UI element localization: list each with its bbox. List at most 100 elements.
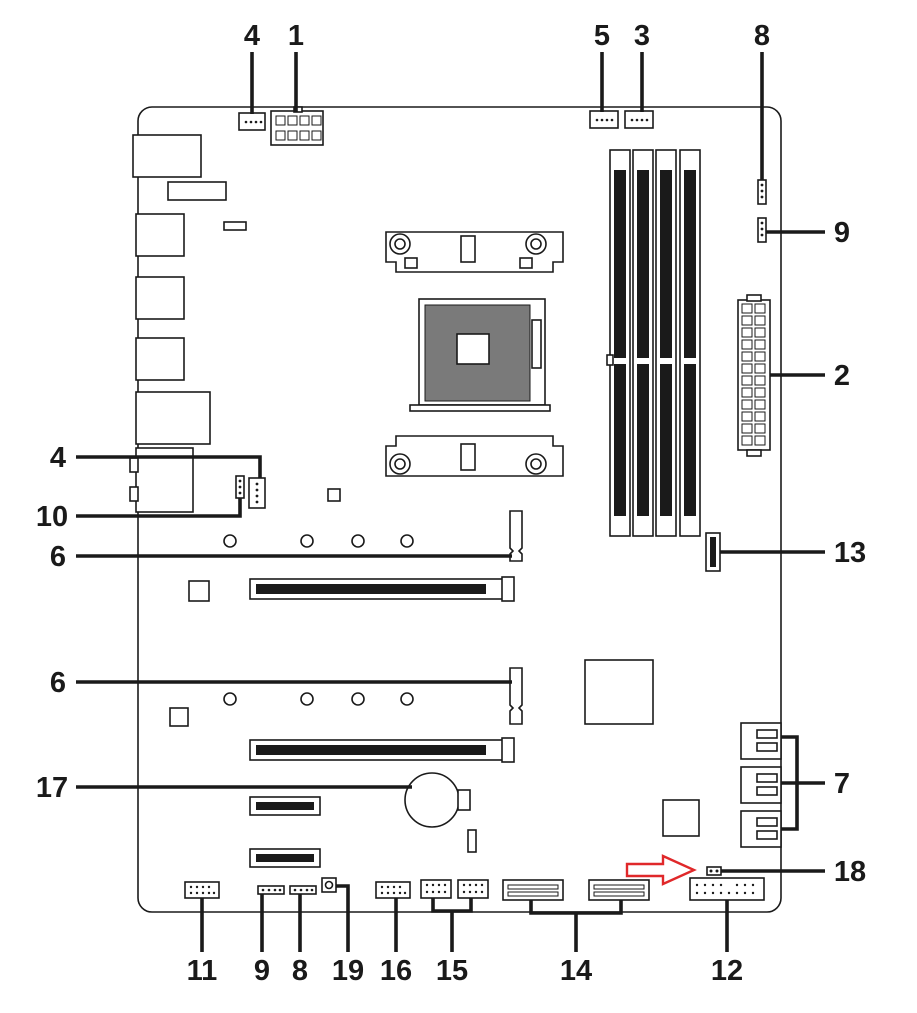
pcie-x16-slot-1 <box>249 576 515 602</box>
atx-pin <box>741 387 753 398</box>
atx-pin <box>741 399 753 410</box>
usb2-header-2 <box>457 879 489 899</box>
atx-12v-power-connector <box>270 106 324 146</box>
callout-9-bottom: 9 <box>254 955 270 987</box>
atx-pin <box>741 339 753 350</box>
atx-pin <box>754 363 766 374</box>
small-chip-3 <box>467 829 477 853</box>
leader-lines <box>76 52 825 952</box>
callout-2: 2 <box>834 360 850 392</box>
callout-19: 19 <box>332 955 364 987</box>
atx-pin <box>754 303 766 314</box>
callout-18: 18 <box>834 856 866 888</box>
callout-13: 13 <box>834 537 866 569</box>
led-header-9-bottom <box>257 885 285 895</box>
chipset <box>584 659 654 725</box>
sata-connectors <box>740 722 782 848</box>
pcie-x1-slot-2 <box>249 848 321 868</box>
atx-pin <box>754 435 766 446</box>
callout-6-lower: 6 <box>50 667 66 699</box>
fan-header-3 <box>624 110 654 129</box>
cpu-fan-header-top <box>238 112 266 131</box>
small-chip-left <box>327 488 341 502</box>
usb2-header-1 <box>420 879 452 899</box>
led-header-8-top <box>757 179 767 205</box>
callout-16: 16 <box>380 955 412 987</box>
small-chip-1 <box>188 580 210 602</box>
small-chip-2 <box>169 707 189 727</box>
led-header-10 <box>235 475 245 499</box>
atx-pin <box>754 339 766 350</box>
small-chip-4 <box>662 799 700 837</box>
callout-3: 3 <box>634 20 650 52</box>
atx-pin <box>741 435 753 446</box>
leader-19 <box>336 884 350 952</box>
sys-fan-header-left <box>248 477 266 509</box>
sata-port-1 <box>740 722 782 760</box>
dimm-slot-b1 <box>655 149 677 537</box>
m2-socket-lower <box>223 667 523 725</box>
led-header-9-top <box>757 217 767 243</box>
highlight-arrow <box>625 854 697 886</box>
leader-10 <box>76 498 242 518</box>
callout-8-top: 8 <box>754 20 770 52</box>
callout-10: 10 <box>36 501 68 533</box>
usb3-header-1 <box>502 879 564 901</box>
cmos-battery <box>404 772 471 828</box>
leader-4-left <box>76 455 262 478</box>
led-header-8-bottom <box>289 885 317 895</box>
callout-8-bottom: 8 <box>292 955 308 987</box>
atx-pin <box>741 351 753 362</box>
callout-15: 15 <box>436 955 468 987</box>
atx-pin <box>741 327 753 338</box>
switch-19 <box>321 877 337 893</box>
atx-pin <box>754 351 766 362</box>
callout-1: 1 <box>288 20 304 52</box>
cpu-retention-bracket-top <box>385 231 564 273</box>
callout-4-left: 4 <box>50 442 66 474</box>
atx-pin <box>741 375 753 386</box>
sata-port-2 <box>740 766 782 804</box>
atx-pin <box>754 423 766 434</box>
callout-5: 5 <box>594 20 610 52</box>
pcie-x16-slot-2 <box>249 737 515 763</box>
jumper-header-18 <box>706 866 722 876</box>
front-panel-header-12 <box>689 877 765 901</box>
dimm-slot-a1 <box>606 149 631 537</box>
pcie-x1-slot-1 <box>249 796 321 816</box>
atx-pin <box>754 375 766 386</box>
callout-7: 7 <box>834 768 850 800</box>
cpu-retention-bracket-bottom <box>385 435 564 477</box>
callout-6-upper: 6 <box>50 541 66 573</box>
atx-pin <box>741 303 753 314</box>
callout-17: 17 <box>36 772 68 804</box>
usb-type-c-header <box>705 532 721 572</box>
dimm-slot-a2 <box>632 149 654 537</box>
atx-pin <box>741 315 753 326</box>
cpu-socket <box>409 298 551 412</box>
dimm-slot-b2 <box>679 149 701 537</box>
atx-pin <box>754 411 766 422</box>
usb3-header-2 <box>588 879 650 901</box>
fan-header-5 <box>589 110 619 129</box>
atx-24pin-power-connector <box>737 294 771 457</box>
audio-header <box>184 881 220 899</box>
atx-pin <box>741 423 753 434</box>
callout-12: 12 <box>711 955 743 987</box>
callout-4-top: 4 <box>244 20 260 52</box>
callout-9-right: 9 <box>834 217 850 249</box>
atx-pin <box>754 315 766 326</box>
atx-pin <box>754 399 766 410</box>
callout-11: 11 <box>187 955 218 987</box>
m2-socket-upper <box>223 510 523 562</box>
atx-pin <box>741 363 753 374</box>
sata-port-3 <box>740 810 782 848</box>
tpm-header-16 <box>375 881 411 899</box>
dimm-slots <box>606 149 701 537</box>
atx-pin <box>754 387 766 398</box>
callout-numbers: 1 4 5 3 8 9 2 4 10 6 13 6 7 17 18 11 9 8… <box>36 20 866 987</box>
atx-pin <box>741 411 753 422</box>
callout-14: 14 <box>560 955 592 987</box>
atx-pin <box>754 327 766 338</box>
